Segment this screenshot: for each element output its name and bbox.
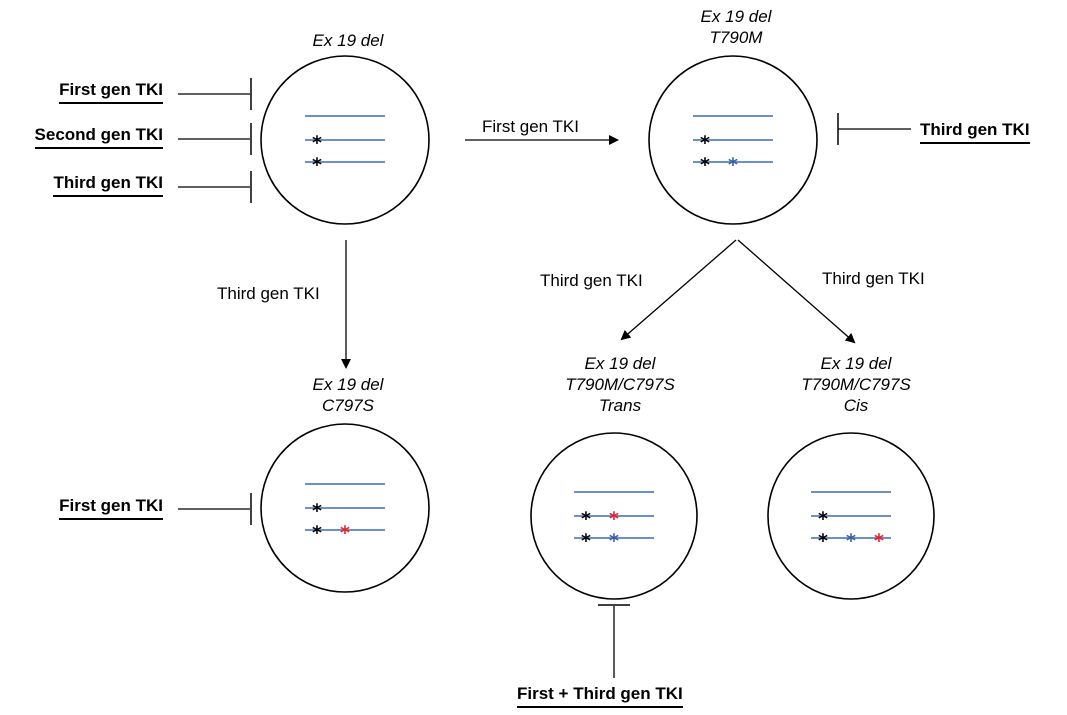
state-label-s1: Ex 19 del [248,30,448,51]
edge-label-s1-to-s2: First gen TKI [482,117,579,136]
drug-label-s3-first: First gen TKI [59,496,163,520]
edge-label-s2-to-s4: Third gen TKI [540,271,643,290]
state-mutation: T790M [709,28,763,47]
cell-circle [260,423,430,593]
state-label-s5: Ex 19 del T790M/C797S Cis [756,353,956,416]
state-config: Trans [598,396,642,415]
state-mutation: T790M/C797S [565,375,675,394]
arrow-s2-to-s5 [737,239,856,344]
state-name: Ex 19 del [312,375,384,394]
edge-label-s2-to-s5: Third gen TKI [822,269,925,288]
mutation-mark-black: * [312,132,322,154]
state-mutation: T790M/C797S [801,375,911,394]
cell-circle [648,55,818,225]
mutation-mark-black: * [312,154,322,176]
mutation-mark-black: * [700,154,710,176]
state-label-s2: Ex 19 del T790M [636,6,836,48]
drug-label-s2-third: Third gen TKI [920,120,1030,144]
cells-layer: **************** [260,55,935,600]
state-label-s3: Ex 19 del C797S [248,374,448,416]
mutation-mark-blue: * [609,530,619,552]
mutation-mark-blue: * [728,154,738,176]
inhibition-s3-first [178,493,252,525]
cell-s5: **** [767,432,935,600]
drug-label-s4-combo: First + Third gen TKI [517,684,683,708]
mutation-mark-red: * [609,508,619,530]
inhibition-s1-second [178,123,252,155]
inhibition-s4-combo [598,604,630,678]
state-config: Cis [843,396,869,415]
mutation-mark-black: * [581,508,591,530]
state-name: Ex 19 del [584,354,656,373]
state-name: Ex 19 del [700,7,772,26]
cell-circle [530,432,698,600]
mutation-mark-black: * [312,500,322,522]
cell-circle [767,432,935,600]
mutation-mark-black: * [818,530,828,552]
cell-s1: ** [260,55,430,225]
mutation-mark-black: * [581,530,591,552]
inhibition-s1-first [178,78,252,110]
drug-label-s1-second: Second gen TKI [34,125,163,149]
mutation-mark-red: * [874,530,884,552]
mutation-mark-black: * [700,132,710,154]
mutation-mark-black: * [312,522,322,544]
mutation-mark-blue: * [846,530,856,552]
cell-s4: **** [530,432,698,600]
inhibition-s2-third [837,113,911,145]
edge-label-s1-to-s3: Third gen TKI [217,284,320,303]
drug-label-s1-third: Third gen TKI [53,173,163,197]
cell-s2: *** [648,55,818,225]
state-name: Ex 19 del [820,354,892,373]
drug-label-s1-first: First gen TKI [59,80,163,104]
inhibition-s1-third [178,171,252,203]
state-label-s4: Ex 19 del T790M/C797S Trans [520,353,720,416]
mutation-mark-red: * [340,522,350,544]
state-name: Ex 19 del [312,31,384,50]
state-mutation: C797S [322,396,374,415]
cell-circle [260,55,430,225]
arrow-s2-to-s4 [620,239,737,341]
mutation-mark-black: * [818,508,828,530]
cell-s3: *** [260,423,430,593]
